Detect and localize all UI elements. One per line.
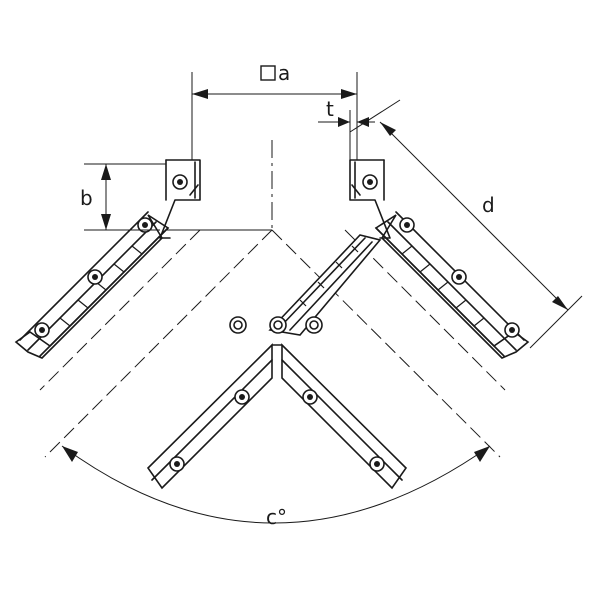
- bolt-icon: [451, 269, 467, 285]
- right-arm-hatching: [401, 245, 485, 327]
- bolt-icon: [137, 217, 153, 233]
- bolt-icon: [234, 389, 250, 405]
- bolt-icon: [399, 217, 415, 233]
- dimension-d: d: [349, 99, 583, 349]
- bolt-icon: [172, 174, 188, 190]
- hole-icon: [269, 316, 287, 334]
- hole-icon: [305, 316, 323, 334]
- dimension-t-label: t: [326, 97, 334, 121]
- dimension-t: t: [318, 97, 375, 160]
- top-left-bracket: [159, 159, 201, 239]
- hinge-joint: [268, 234, 382, 336]
- bolt-icon: [302, 389, 318, 405]
- dimension-b: b: [80, 163, 166, 231]
- top-right-bracket: [349, 159, 391, 239]
- bolt-icon: [169, 456, 185, 472]
- dimension-a: a: [191, 61, 358, 160]
- square-symbol-icon: [260, 65, 276, 81]
- right-arm: [374, 211, 530, 359]
- bolt-icon: [362, 174, 378, 190]
- center-lines: [39, 140, 506, 458]
- bolt-icon: [369, 456, 385, 472]
- dimension-d-label: d: [482, 193, 495, 217]
- dimension-b-label: b: [80, 186, 93, 210]
- dimension-c-angle: c°: [61, 445, 491, 529]
- bolt-icon: [34, 322, 50, 338]
- dimension-a-label: a: [278, 61, 290, 85]
- bolt-icon: [87, 269, 103, 285]
- bolt-icon: [504, 322, 520, 338]
- hole-icon: [229, 316, 247, 334]
- bolts: [34, 174, 520, 472]
- dimension-c-label: c°: [266, 505, 287, 529]
- inner-v-piece: [146, 343, 408, 490]
